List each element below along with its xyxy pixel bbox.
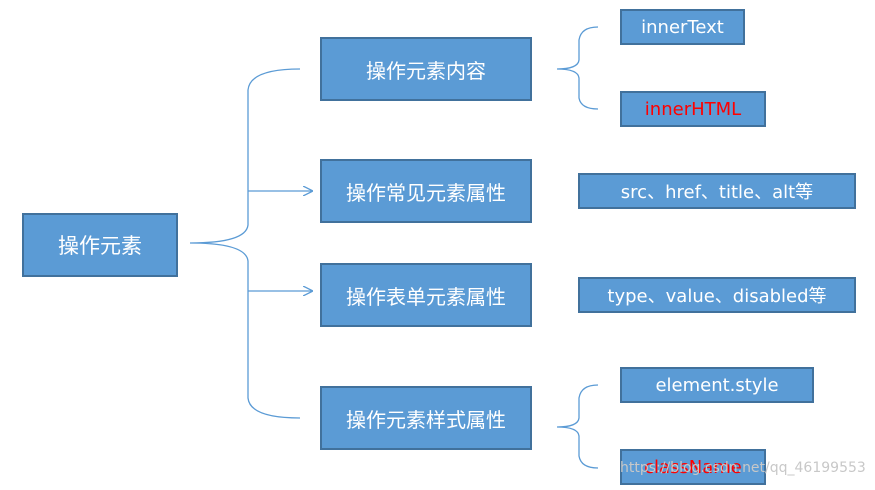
leaf-label: className (644, 456, 742, 478)
branch-label: 操作元素内容 (366, 58, 486, 83)
branch-form-attrs: 操作表单元素属性 (320, 263, 532, 327)
branch-label: 操作常见元素属性 (346, 180, 506, 205)
branch-style-attrs: 操作元素样式属性 (320, 386, 532, 450)
leaf-form-attrs: type、value、disabled等 (578, 277, 856, 313)
branch-common-attrs: 操作常见元素属性 (320, 159, 532, 223)
content-brace (556, 26, 599, 110)
leaf-innertext: innerText (620, 9, 745, 45)
leaf-label: innerHTML (644, 98, 742, 120)
leaf-element-style: element.style (620, 367, 814, 403)
branch-label: 操作表单元素属性 (346, 284, 506, 309)
branch-content: 操作元素内容 (320, 37, 532, 101)
branch-label: 操作元素样式属性 (346, 407, 506, 432)
leaf-label: type、value、disabled等 (607, 286, 827, 307)
leaf-innerhtml: innerHTML (620, 91, 766, 127)
leaf-label: innerText (641, 16, 724, 38)
leaf-classname: className (620, 449, 766, 485)
style-brace (556, 384, 599, 469)
watermark: https://blog.csdn.net/qq_46199553 (620, 460, 866, 476)
root-label: 操作元素 (58, 234, 142, 258)
root-node: 操作元素 (22, 213, 178, 277)
leaf-common-attrs: src、href、title、alt等 (578, 173, 856, 209)
root-brace (189, 68, 301, 419)
leaf-label: element.style (655, 374, 779, 396)
leaf-label: src、href、title、alt等 (620, 182, 814, 203)
